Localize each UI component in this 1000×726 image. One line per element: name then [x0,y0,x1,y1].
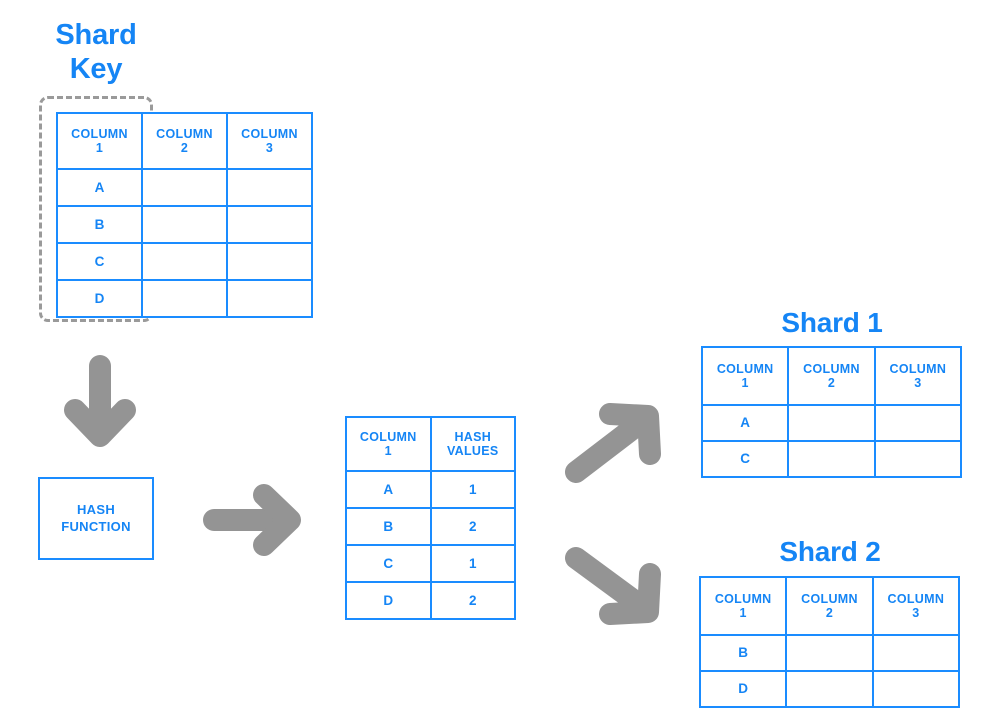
shard1-cell [873,404,963,442]
shard1-cell: A [700,404,790,442]
hash-value-cell: 2 [429,581,516,620]
shard2-cell [785,670,874,708]
source-cell: C [56,242,143,281]
table-row: D 2 [345,581,516,620]
source-table: COLUMN 1 COLUMN 2 COLUMN 3 A B C D [56,112,313,318]
shard-2-table: COLUMN 1 COLUMN 2 COLUMN 3 B D [698,576,961,708]
shard1-cell [873,440,963,478]
table-row: D [56,279,313,318]
shard-key-title: Shard Key [55,19,137,86]
arrow-down-right-icon [565,547,661,625]
source-cell [226,279,313,318]
shard1-header-col1: COLUMN 1 [700,346,790,406]
table-row: A [700,404,963,442]
shard2-cell [871,670,961,708]
source-cell [141,168,228,207]
table-header-row: COLUMN 1 HASH VALUES [345,416,516,472]
table-row: C [700,440,963,478]
shard2-header-col3: COLUMN 3 [871,576,961,636]
arrow-down-icon [64,355,136,447]
source-cell [141,205,228,244]
shard1-cell [787,404,876,442]
shard2-header-col1: COLUMN 1 [698,576,788,636]
source-cell: A [56,168,143,207]
table-header-row: COLUMN 1 COLUMN 2 COLUMN 3 [700,346,963,406]
table-row: A 1 [345,470,516,509]
table-row: A [56,168,313,207]
table-header-row: COLUMN 1 COLUMN 2 COLUMN 3 [698,576,961,636]
table-header-row: COLUMN 1 COLUMN 2 COLUMN 3 [56,112,313,170]
source-cell [226,168,313,207]
hash-value-cell: 1 [429,470,516,509]
table-row: C [56,242,313,281]
table-row: B [698,634,961,672]
hash-key-cell: D [345,581,432,620]
hash-key-cell: B [345,507,432,546]
hash-key-cell: C [345,544,432,583]
source-cell [141,242,228,281]
table-row: C 1 [345,544,516,583]
arrow-up-right-icon [565,403,661,483]
source-cell [226,205,313,244]
hash-value-cell: 2 [429,507,516,546]
shard2-cell [871,634,961,672]
shard2-header-col2: COLUMN 2 [785,576,874,636]
shard1-header-col2: COLUMN 2 [787,346,876,406]
arrow-right-icon [203,484,301,556]
shard-1-title: Shard 1 [781,307,883,338]
shard-2-title: Shard 2 [779,536,881,567]
source-header-col3: COLUMN 3 [226,112,313,170]
table-row: B [56,205,313,244]
hash-header-values: HASH VALUES [429,416,516,472]
hash-header-col1: COLUMN 1 [345,416,432,472]
source-cell: D [56,279,143,318]
shard1-header-col3: COLUMN 3 [873,346,963,406]
shard1-cell: C [700,440,790,478]
source-header-col2: COLUMN 2 [141,112,228,170]
shard2-cell: D [698,670,788,708]
shard-1-table: COLUMN 1 COLUMN 2 COLUMN 3 A C [700,346,963,478]
shard1-cell [787,440,876,478]
source-cell: B [56,205,143,244]
hash-function-box: HASH FUNCTION [38,477,154,560]
shard2-cell: B [698,634,788,672]
hash-values-table: COLUMN 1 HASH VALUES A 1 B 2 C 1 D 2 [345,416,516,620]
table-row: D [698,670,961,708]
source-cell [141,279,228,318]
shard2-cell [785,634,874,672]
hash-key-cell: A [345,470,432,509]
hash-value-cell: 1 [429,544,516,583]
table-row: B 2 [345,507,516,546]
source-header-col1: COLUMN 1 [56,112,143,170]
source-cell [226,242,313,281]
